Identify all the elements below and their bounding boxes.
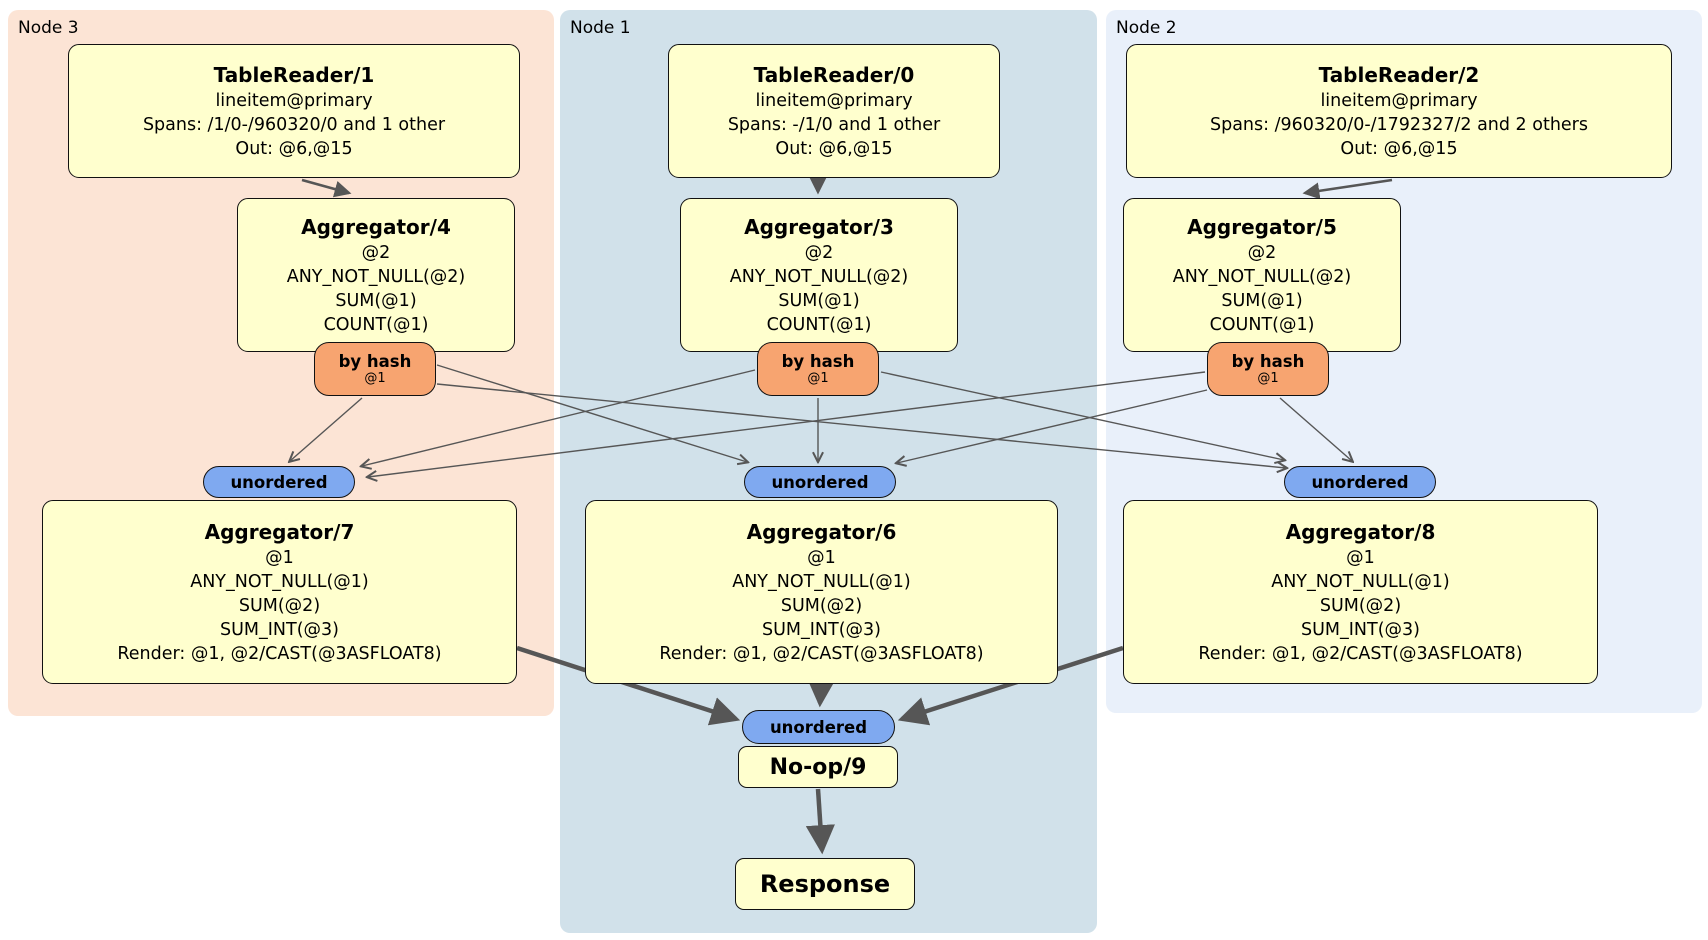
- processor-title: No-op/9: [769, 754, 867, 780]
- processor-detail: ANY_NOT_NULL(@1): [190, 571, 369, 592]
- processor-tablereader-0: TableReader/0 lineitem@primary Spans: -/…: [668, 44, 1000, 178]
- processor-detail: SUM(@2): [780, 595, 863, 616]
- processor-render: Render: @1, @2/CAST(@3ASFLOAT8): [1198, 643, 1523, 664]
- sync-unordered-8: unordered: [1284, 466, 1436, 498]
- processor-detail: COUNT(@1): [766, 314, 872, 335]
- processor-detail: ANY_NOT_NULL(@2): [1172, 266, 1352, 287]
- processor-detail: @1: [1346, 547, 1375, 568]
- processor-detail: ANY_NOT_NULL(@2): [729, 266, 909, 287]
- processor-aggregator-5: Aggregator/5 @2 ANY_NOT_NULL(@2) SUM(@1)…: [1123, 198, 1401, 352]
- router-label: by hash: [338, 351, 412, 371]
- region-label: Node 1: [570, 18, 631, 38]
- processor-title: Aggregator/8: [1285, 519, 1436, 544]
- edge-tr1-agg4: [301, 178, 352, 198]
- processor-spans: Spans: /1/0-/960320/0 and 1 other: [142, 114, 446, 135]
- processor-detail: @2: [1247, 242, 1277, 263]
- processor-aggregator-4: Aggregator/4 @2 ANY_NOT_NULL(@2) SUM(@1)…: [237, 198, 515, 352]
- processor-title: TableReader/0: [753, 62, 915, 87]
- processor-detail: SUM(@1): [778, 290, 860, 311]
- sync-label: unordered: [230, 472, 328, 492]
- processor-detail: COUNT(@1): [1209, 314, 1315, 335]
- processor-response: Response: [735, 858, 915, 910]
- processor-aggregator-3: Aggregator/3 @2 ANY_NOT_NULL(@2) SUM(@1)…: [680, 198, 958, 352]
- processor-index: lineitem@primary: [215, 90, 373, 111]
- processor-detail: SUM(@1): [1221, 290, 1303, 311]
- processor-detail: @2: [361, 242, 391, 263]
- sync-label: unordered: [769, 717, 868, 737]
- region-label: Node 2: [1116, 18, 1177, 38]
- router-by-hash-5: by hash @1: [1207, 342, 1329, 396]
- processor-detail: ANY_NOT_NULL(@1): [1271, 571, 1450, 592]
- processor-index: lineitem@primary: [755, 90, 913, 111]
- processor-detail: COUNT(@1): [323, 314, 429, 335]
- processor-detail: @2: [804, 242, 834, 263]
- edge-hash3-uno7: [362, 369, 756, 466]
- processor-detail: ANY_NOT_NULL(@2): [286, 266, 466, 287]
- processor-aggregator-8: Aggregator/8 @1 ANY_NOT_NULL(@1) SUM(@2)…: [1123, 500, 1598, 684]
- processor-title: Response: [759, 870, 891, 898]
- processor-detail: SUM(@2): [1319, 595, 1402, 616]
- processor-tablereader-2: TableReader/2 lineitem@primary Spans: /9…: [1126, 44, 1672, 178]
- processor-detail: SUM_INT(@3): [762, 619, 881, 640]
- edge-hash4-uno6: [436, 364, 747, 462]
- processor-out: Out: @6,@15: [775, 138, 893, 159]
- processor-noop-9: No-op/9: [738, 746, 898, 788]
- edge-hash5-uno8: [1279, 397, 1352, 461]
- edge-tr2-agg5: [1302, 178, 1393, 200]
- edge-hash5-uno7: [368, 371, 1206, 477]
- processor-spans: Spans: -/1/0 and 1 other: [727, 114, 941, 135]
- sync-unordered-final: unordered: [742, 710, 895, 744]
- processor-title: Aggregator/4: [301, 214, 451, 239]
- processor-render: Render: @1, @2/CAST(@3ASFLOAT8): [117, 643, 442, 664]
- processor-out: Out: @6,@15: [235, 138, 353, 159]
- processor-detail: SUM(@1): [335, 290, 417, 311]
- edge-noop-response: [805, 788, 835, 855]
- processor-title: TableReader/2: [1318, 62, 1480, 87]
- sync-label: unordered: [1311, 472, 1409, 492]
- router-by-hash-3: by hash @1: [757, 342, 879, 396]
- sync-unordered-6: unordered: [744, 466, 896, 498]
- edge-hash3-uno8: [880, 371, 1284, 460]
- router-detail: @1: [807, 370, 829, 386]
- processor-index: lineitem@primary: [1320, 90, 1478, 111]
- processor-aggregator-6: Aggregator/6 @1 ANY_NOT_NULL(@1) SUM(@2)…: [585, 500, 1058, 684]
- edge-hash4-uno7: [290, 397, 363, 461]
- region-label: Node 3: [18, 18, 79, 38]
- edge-agg6-final: [806, 677, 836, 708]
- processor-detail: @1: [807, 547, 836, 568]
- processor-detail: @1: [265, 547, 294, 568]
- edge-hash4-uno8: [436, 383, 1286, 468]
- edge-hash5-uno6: [897, 389, 1208, 463]
- processor-detail: SUM(@2): [238, 595, 321, 616]
- sync-label: unordered: [771, 472, 869, 492]
- processor-out: Out: @6,@15: [1340, 138, 1458, 159]
- processor-tablereader-1: TableReader/1 lineitem@primary Spans: /1…: [68, 44, 520, 178]
- processor-title: Aggregator/6: [746, 519, 897, 544]
- processor-render: Render: @1, @2/CAST(@3ASFLOAT8): [659, 643, 984, 664]
- router-label: by hash: [781, 351, 855, 371]
- router-detail: @1: [364, 370, 386, 386]
- processor-aggregator-7: Aggregator/7 @1 ANY_NOT_NULL(@1) SUM(@2)…: [42, 500, 517, 684]
- processor-title: Aggregator/5: [1187, 214, 1337, 239]
- router-by-hash-4: by hash @1: [314, 342, 436, 396]
- processor-title: TableReader/1: [213, 62, 375, 87]
- processor-title: Aggregator/7: [204, 519, 355, 544]
- sync-unordered-7: unordered: [203, 466, 355, 498]
- processor-title: Aggregator/3: [744, 214, 894, 239]
- processor-detail: ANY_NOT_NULL(@1): [732, 571, 911, 592]
- processor-detail: SUM_INT(@3): [220, 619, 339, 640]
- processor-spans: Spans: /960320/0-/1792327/2 and 2 others: [1209, 114, 1588, 135]
- router-detail: @1: [1257, 370, 1279, 386]
- processor-detail: SUM_INT(@3): [1301, 619, 1420, 640]
- router-label: by hash: [1231, 351, 1305, 371]
